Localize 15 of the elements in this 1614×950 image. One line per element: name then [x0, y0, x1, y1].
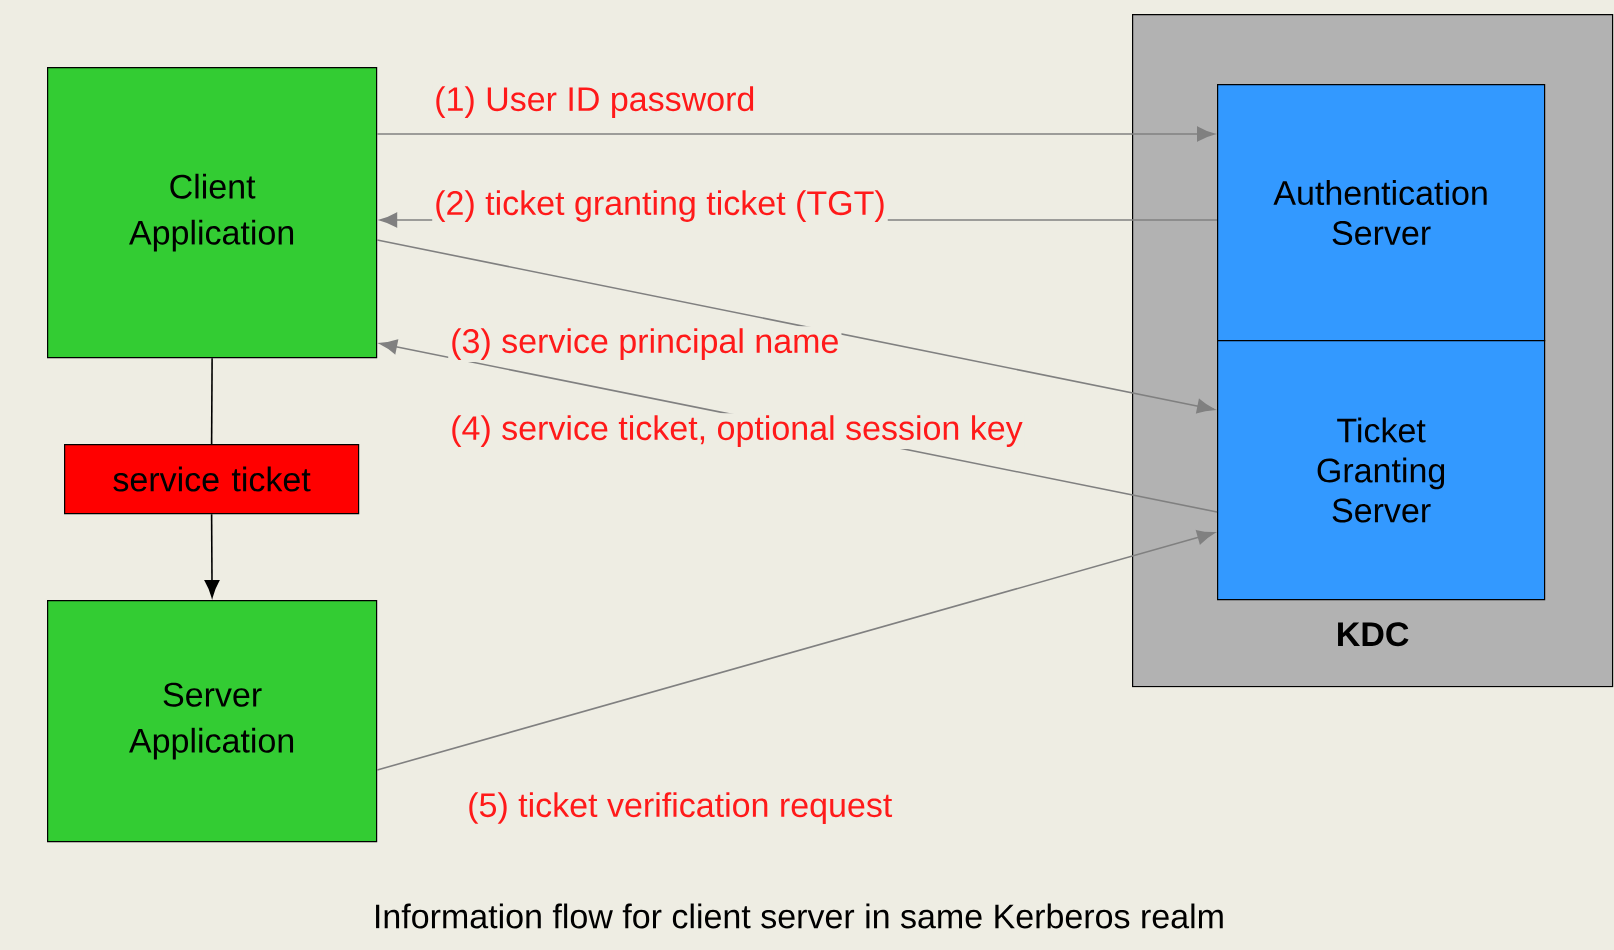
- arrow: [376, 239, 1215, 414]
- ticket-box: service ticket: [64, 444, 360, 515]
- process-box: Client Application: [47, 67, 378, 359]
- server-box: Authentication Server: [1217, 84, 1546, 342]
- server-box: Ticket Granting Server: [1217, 340, 1546, 601]
- edge-label: (1) User ID password: [432, 84, 758, 120]
- caption: Information flow for client server in same Kerberos realm: [376, 903, 1223, 929]
- arrow: [376, 126, 1215, 142]
- edge-label: (5) ticket verification request: [465, 790, 895, 826]
- process-box: Server Application: [47, 600, 378, 843]
- arrow: [204, 513, 220, 598]
- arrow: [376, 530, 1215, 771]
- edge-label: (2) ticket granting ticket (TGT): [432, 188, 888, 224]
- edge-label: (3) service principal name: [448, 326, 842, 362]
- edge-label: (4) service ticket, optional session key: [448, 413, 1025, 449]
